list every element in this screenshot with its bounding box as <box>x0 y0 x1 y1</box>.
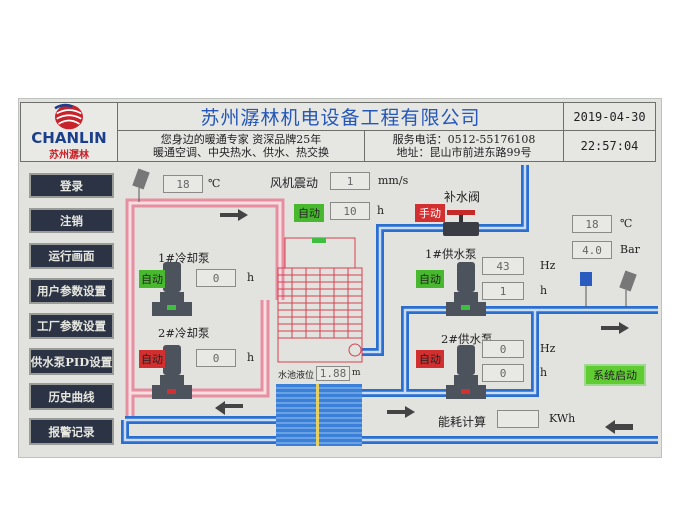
nav-alarm-log-button[interactable]: 报警记录 <box>29 418 114 445</box>
nav-user-params-button[interactable]: 用户参数设置 <box>29 278 114 304</box>
fan-vibration-label: 风机震动 <box>270 176 319 190</box>
system-start-button[interactable]: 系统启动 <box>584 364 646 386</box>
slogan-line2: 暖通空调、中央热水、供水、热交换 <box>153 146 329 159</box>
unit-label: mm/s <box>378 174 409 187</box>
unit-label: Hz <box>540 259 556 272</box>
supply-pump-1-mode-toggle[interactable]: 自动 <box>416 270 444 288</box>
cooling-temp-field: 18 <box>163 175 203 193</box>
flow-arrow-left-icon <box>215 401 243 415</box>
flow-arrow-right-icon <box>220 209 248 221</box>
makeup-valve-icon <box>443 210 479 236</box>
unit-label: h <box>540 366 548 379</box>
unit-label: KWh <box>549 412 576 425</box>
supply-pump-2-freq: 0 <box>482 340 524 358</box>
service-phone: 服务电话：0512-55176108 <box>392 133 536 146</box>
cooling-pump-2-mode-toggle[interactable]: 自动 <box>139 350 165 368</box>
slogan-line1: 您身边的暖通专家 资深品牌25年 <box>160 133 322 146</box>
water-basin <box>276 384 362 446</box>
flow-arrow-right-icon <box>387 406 415 418</box>
energy-label: 能耗计算 <box>438 415 487 429</box>
contact-info: 服务电话：0512-55176108 地址：昆山市前进东路99号 <box>364 130 564 162</box>
unit-label: m <box>352 368 361 378</box>
supply-pump-1-hours: 1 <box>482 282 524 300</box>
fan-status-indicator <box>312 238 326 243</box>
cooling-tower <box>277 237 363 363</box>
cooling-pump-1-icon <box>152 262 192 316</box>
logo-brand: CHANLIN <box>31 129 107 147</box>
flow-arrow-right-icon <box>601 322 629 334</box>
nav-pump-pid-button[interactable]: 供水泵PID设置 <box>29 348 114 375</box>
unit-label: ℃ <box>620 217 633 230</box>
supply-temp-field: 18 <box>572 215 612 233</box>
level-field: 1.88 <box>316 366 350 381</box>
cooling-pump-2-icon <box>152 345 192 399</box>
valve-mode-toggle[interactable]: 手动 <box>415 204 445 222</box>
cooling-pump-2-label: 2#冷却泵 <box>158 326 210 340</box>
makeup-valve-label: 补水阀 <box>444 190 481 204</box>
supply-pump-1-freq: 43 <box>482 257 524 275</box>
logo: CHANLIN 苏州潺林 <box>20 102 118 162</box>
fan-vibration-field: 1 <box>330 172 370 190</box>
flow-arrow-left-icon <box>605 420 633 434</box>
supply-pump-2-icon <box>446 345 486 399</box>
unit-label: h <box>540 284 548 297</box>
unit-label: h <box>247 271 255 284</box>
nav-run-screen-button[interactable]: 运行画面 <box>29 243 114 269</box>
nav-history-curve-button[interactable]: 历史曲线 <box>29 383 114 410</box>
unit-label: Bar <box>620 243 640 256</box>
cooling-pump-1-label: 1#冷却泵 <box>158 251 210 265</box>
logo-swirl-icon <box>54 103 83 130</box>
cooling-pump-2-hours: 0 <box>196 349 236 367</box>
fan-hours-field: 10 <box>330 202 370 220</box>
temp-sensor-icon <box>132 168 150 202</box>
supply-pump-2-hours: 0 <box>482 364 524 382</box>
cooling-pump-1-hours: 0 <box>196 269 236 287</box>
unit-label: Hz <box>540 342 556 355</box>
energy-field <box>497 410 539 428</box>
supply-pump-1-icon <box>446 262 486 316</box>
pressure-sensor-icon <box>580 272 592 307</box>
level-label: 水池液位 <box>278 371 315 381</box>
supply-pump-2-mode-toggle[interactable]: 自动 <box>416 350 444 368</box>
cooling-pump-1-mode-toggle[interactable]: 自动 <box>139 270 165 288</box>
supply-pump-1-label: 1#供水泵 <box>425 247 477 261</box>
flow-arrows <box>215 209 633 434</box>
unit-label: h <box>377 204 385 217</box>
time-display: 22:57:04 <box>563 130 656 162</box>
slogan: 您身边的暖通专家 资深品牌25年 暖通空调、中央热水、供水、热交换 <box>117 130 365 162</box>
nav-login-button[interactable]: 登录 <box>29 173 114 198</box>
nav-factory-params-button[interactable]: 工厂参数设置 <box>29 313 114 339</box>
logo-cn: 苏州潺林 <box>49 150 89 161</box>
nav-logout-button[interactable]: 注销 <box>29 208 114 233</box>
fan-mode-toggle[interactable]: 自动 <box>294 204 324 222</box>
supply-temp-sensor-icon <box>619 270 637 307</box>
supply-pump-2-label: 2#供水泵 <box>441 332 493 346</box>
address: 地址：昆山市前进东路99号 <box>396 146 532 159</box>
unit-label: ℃ <box>208 177 221 190</box>
unit-label: h <box>247 351 255 364</box>
supply-pressure-field: 4.0 <box>572 241 612 259</box>
